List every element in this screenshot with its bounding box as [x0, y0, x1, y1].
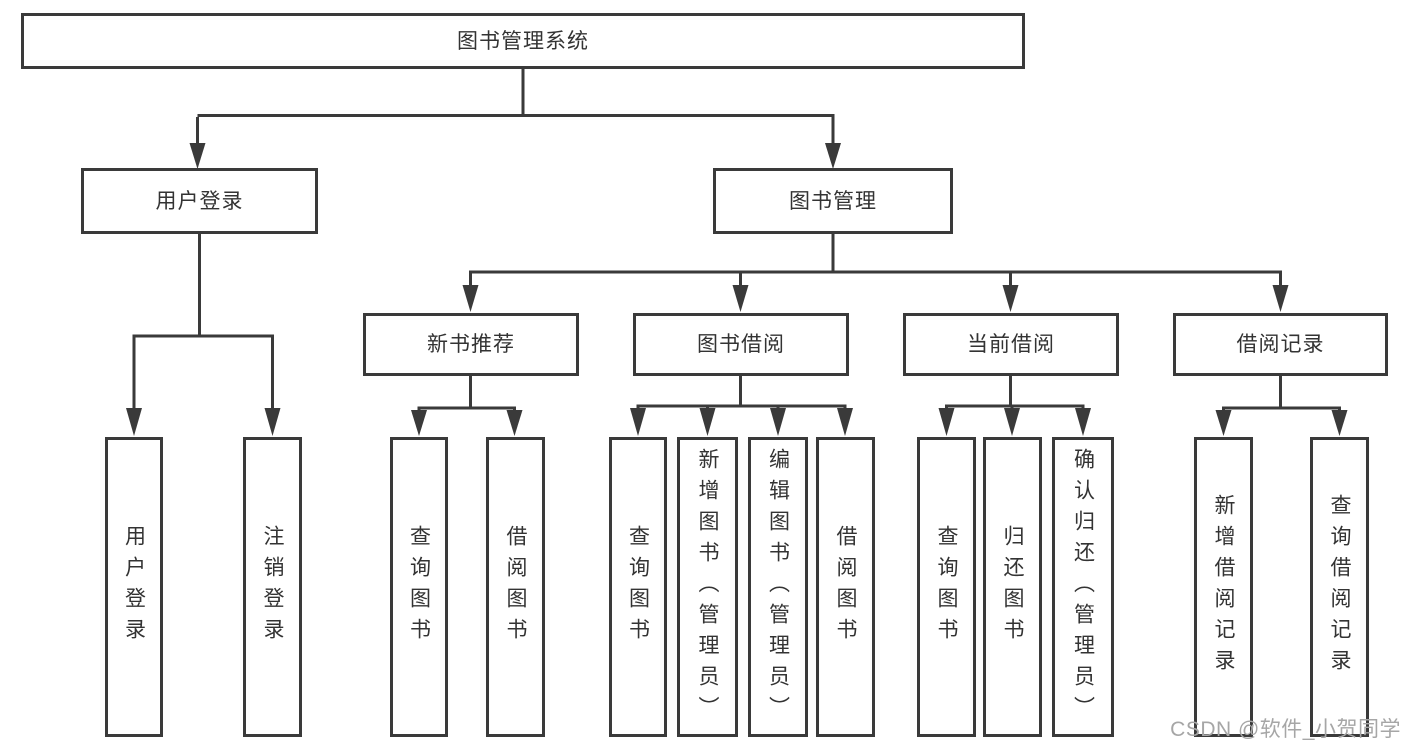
node-current-borrowing: 当前借阅	[903, 313, 1119, 376]
leaf-query-books-borrow-label: 查询图书	[626, 525, 650, 649]
node-library-management-system: 图书管理系统	[21, 13, 1025, 69]
branch-user-login	[126, 234, 281, 436]
branch-root	[189, 69, 841, 169]
leaf-confirm-return-admin-label: 确认归还（管理员）	[1071, 447, 1095, 727]
branch-new-book-recommendation	[411, 376, 523, 436]
node-user-login: 用户登录	[81, 168, 318, 234]
leaf-user-login: 用户登录	[105, 437, 163, 737]
leaf-query-books-borrow: 查询图书	[609, 437, 667, 737]
leaf-add-borrow-record: 新增借阅记录	[1194, 437, 1253, 737]
leaf-return-books: 归还图书	[983, 437, 1042, 737]
leaf-add-books-admin-label: 新增图书（管理员）	[696, 447, 719, 727]
leaf-edit-books-admin: 编辑图书（管理员）	[748, 437, 808, 737]
leaf-borrow-books-label: 借阅图书	[834, 525, 857, 649]
leaf-query-borrow-record-label: 查询借阅记录	[1328, 494, 1351, 680]
branch-borrowing-records	[1215, 376, 1348, 436]
branch-book-borrowing	[630, 376, 853, 436]
branch-current-borrowing	[938, 376, 1091, 436]
leaf-edit-books-admin-label: 编辑图书（管理员）	[766, 447, 790, 727]
node-book-borrowing: 图书借阅	[633, 313, 849, 376]
leaf-borrow-books: 借阅图书	[816, 437, 875, 737]
leaf-query-books-recommend: 查询图书	[390, 437, 448, 737]
leaf-logout-label: 注销登录	[261, 525, 284, 649]
leaf-borrow-books-recommend: 借阅图书	[486, 437, 545, 737]
node-new-book-recommendation: 新书推荐	[363, 313, 579, 376]
leaf-query-books-current-label: 查询图书	[935, 525, 958, 649]
leaf-borrow-books-recommend-label: 借阅图书	[504, 525, 527, 649]
leaf-logout: 注销登录	[243, 437, 302, 737]
branch-book-management	[462, 234, 1289, 312]
leaf-query-borrow-record: 查询借阅记录	[1310, 437, 1369, 737]
leaf-query-books-current: 查询图书	[917, 437, 976, 737]
leaf-query-books-recommend-label: 查询图书	[407, 525, 431, 649]
leaf-add-borrow-record-label: 新增借阅记录	[1212, 494, 1235, 680]
node-book-management: 图书管理	[713, 168, 953, 234]
leaf-add-books-admin: 新增图书（管理员）	[677, 437, 738, 737]
leaf-return-books-label: 归还图书	[1001, 525, 1024, 649]
leaf-user-login-label: 用户登录	[122, 525, 146, 649]
leaf-confirm-return-admin: 确认归还（管理员）	[1052, 437, 1114, 737]
csdn-watermark: CSDN @软件_小贺同学	[1170, 718, 1401, 741]
node-borrowing-records: 借阅记录	[1173, 313, 1388, 376]
